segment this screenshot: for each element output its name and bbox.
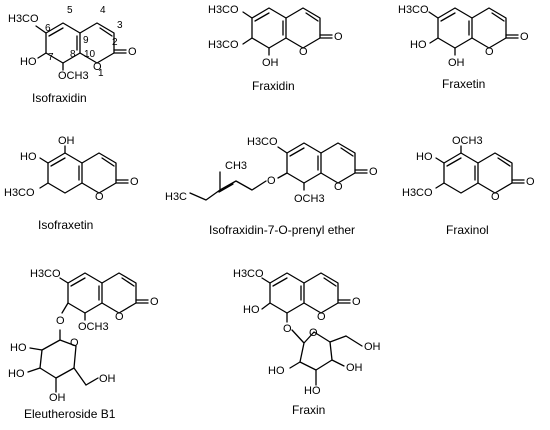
- label-och3: OCH3: [294, 193, 325, 205]
- label-ch3-upper: CH3: [225, 160, 247, 172]
- label-ho: HO: [243, 304, 260, 316]
- ring-number-2: 2: [112, 37, 118, 48]
- label-oh: OH: [58, 135, 75, 147]
- label-sugar-ho-1: HO: [10, 342, 27, 354]
- structure-fraxidin: H3CO H3CO OH O O Fraxidin: [208, 4, 343, 93]
- label-ring-o: O: [115, 311, 124, 323]
- caption-prenyl: Isofraxidin-7-O-prenyl ether: [209, 223, 355, 237]
- label-sugar-oh-2: OH: [99, 373, 116, 385]
- label-oh: OH: [448, 57, 465, 69]
- label-h3co: H3CO: [8, 13, 39, 25]
- caption-fraxidin: Fraxidin: [252, 79, 295, 93]
- ring-number-7: 7: [48, 52, 54, 63]
- label-h3co-top: H3CO: [208, 4, 239, 16]
- label-ring-o: O: [491, 191, 500, 203]
- label-ring-o: O: [95, 191, 104, 203]
- label-h3c: H3C: [165, 191, 187, 203]
- ring-number-10: 10: [84, 49, 96, 60]
- label-carbonyl-o: O: [128, 46, 137, 58]
- label-sugar-ho-2: HO: [304, 385, 321, 397]
- label-sugar-ring-o: O: [70, 337, 79, 349]
- label-carbonyl-o: O: [352, 296, 361, 308]
- label-sugar-ho-1: HO: [268, 365, 285, 377]
- label-sugar-ring-o: O: [309, 327, 318, 339]
- label-sugar-oh-1: OH: [346, 362, 363, 374]
- label-ring-o: O: [317, 311, 326, 323]
- structure-prenyl-ether: CH3 H3CO O OCH3 O O H3C Isofraxidin-7-O-…: [165, 136, 378, 237]
- label-ho: HO: [20, 151, 37, 163]
- label-carbonyl-o: O: [334, 31, 343, 43]
- ring-number-8: 8: [70, 49, 76, 60]
- ring-number-1: 1: [98, 68, 104, 79]
- ring-number-5: 5: [67, 5, 73, 16]
- label-ring-o: O: [93, 61, 102, 73]
- label-ring-o: O: [299, 46, 308, 58]
- label-ho: HO: [410, 39, 427, 51]
- label-h3co: H3CO: [30, 268, 61, 280]
- structure-fraxetin: H3CO HO OH O O Fraxetin: [398, 4, 529, 91]
- label-ho: HO: [20, 56, 37, 68]
- structure-eleutheroside-b1: H3CO O OCH3 O O O HO HO OH OH Eleutheros…: [8, 268, 159, 421]
- caption-fraxin: Fraxin: [292, 403, 325, 417]
- caption-eleutheroside: Eleutheroside B1: [24, 407, 116, 421]
- label-carbonyl-o: O: [369, 166, 378, 178]
- ring-number-6: 6: [45, 23, 51, 34]
- label-h3co: H3CO: [402, 187, 433, 199]
- label-carbonyl-o: O: [526, 176, 535, 188]
- label-h3co: H3CO: [233, 268, 264, 280]
- label-ring-o: O: [334, 181, 343, 193]
- label-sugar-oh-2: OH: [364, 341, 381, 353]
- label-ether-o: O: [267, 175, 276, 187]
- label-h3co: H3CO: [247, 136, 278, 148]
- ring-number-4: 4: [100, 5, 106, 16]
- ring-number-3: 3: [117, 20, 123, 31]
- label-ring-o: O: [485, 46, 494, 58]
- label-carbonyl-o: O: [520, 31, 529, 43]
- label-h3co: H3CO: [4, 187, 35, 199]
- structure-isofraxetin: OH HO H3CO O O Isofraxetin: [4, 135, 139, 232]
- caption-fraxinol: Fraxinol: [446, 223, 489, 237]
- label-och3: OCH3: [58, 70, 89, 82]
- caption-isofraxidin: Isofraxidin: [32, 91, 87, 105]
- label-h3co-bottom: H3CO: [208, 39, 239, 51]
- label-sugar-ho-2: HO: [8, 368, 25, 380]
- label-carbonyl-o: O: [130, 176, 139, 188]
- caption-fraxetin: Fraxetin: [442, 77, 485, 91]
- label-och3: OCH3: [78, 321, 109, 333]
- label-ho: HO: [416, 151, 433, 163]
- caption-isofraxetin: Isofraxetin: [38, 218, 93, 232]
- label-carbonyl-o: O: [150, 296, 159, 308]
- ring-number-9: 9: [83, 35, 89, 46]
- label-oh: OH: [262, 57, 279, 69]
- structure-fraxinol: OCH3 HO H3CO O O Fraxinol: [402, 135, 535, 237]
- structure-fraxin: H3CO HO O O O O HO HO OH OH Fraxin: [233, 268, 381, 417]
- label-och3: OCH3: [452, 135, 483, 147]
- label-glycoside-o: O: [283, 323, 292, 335]
- label-glycoside-o: O: [56, 315, 65, 327]
- label-h3co: H3CO: [398, 4, 429, 16]
- structure-isofraxidin: H3CO HO OCH3 O O 1 2 3 4 5 6 7 8 9 10 Is…: [8, 5, 137, 105]
- label-sugar-oh-1: OH: [49, 392, 66, 404]
